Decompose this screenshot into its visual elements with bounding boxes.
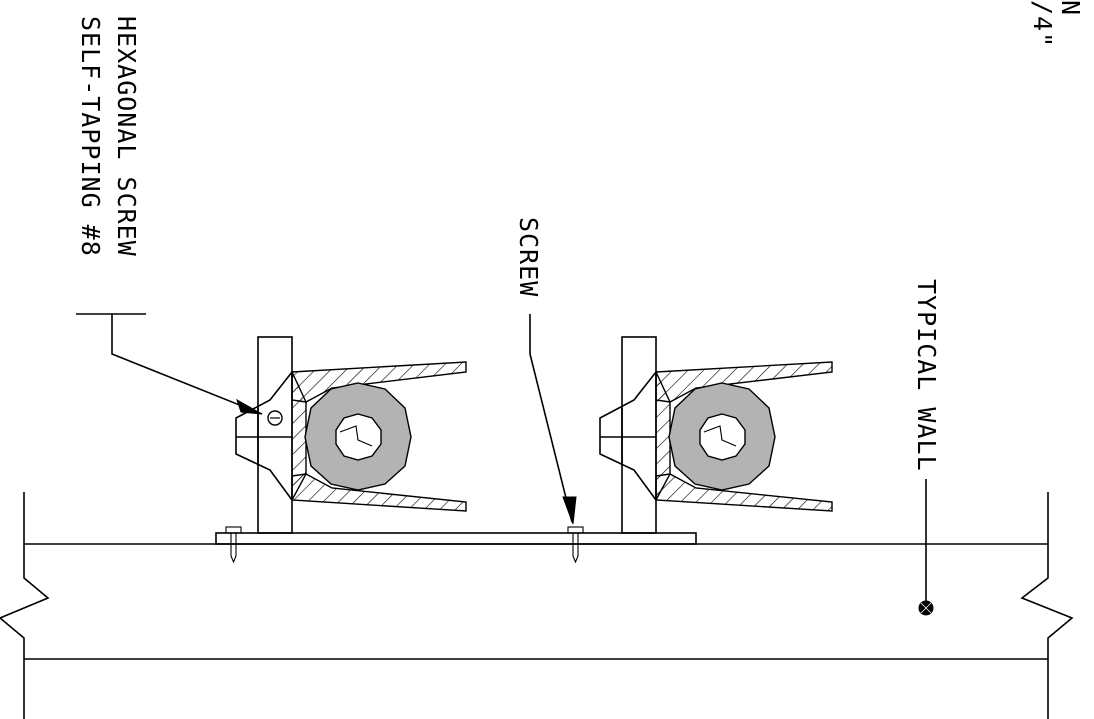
pipe-holder-right (599, 336, 833, 534)
hex-screw-label: HEXAGONAL SCREW SELF-TAPPING #8 (76, 16, 141, 257)
plate-screw-left (225, 526, 242, 564)
screw-leader (529, 314, 577, 525)
screw-label: SCREW (514, 217, 543, 297)
corner-label-line2: /4" (1028, 0, 1057, 48)
hex-screw-label-line2: SELF-TAPPING #8 (76, 16, 105, 257)
corner-label: N /4" (1028, 0, 1085, 48)
typical-wall (0, 492, 1074, 719)
hex-screw-leader (76, 313, 263, 415)
pipe-holder-left (235, 336, 467, 534)
corner-label-line1: N (1056, 0, 1085, 16)
base-plate (215, 532, 697, 545)
hex-screw-label-line1: HEXAGONAL SCREW (112, 16, 141, 257)
typical-wall-leader (918, 479, 934, 616)
plate-screw-right (567, 526, 584, 564)
typical-wall-label: TYPICAL WALL (912, 279, 941, 472)
